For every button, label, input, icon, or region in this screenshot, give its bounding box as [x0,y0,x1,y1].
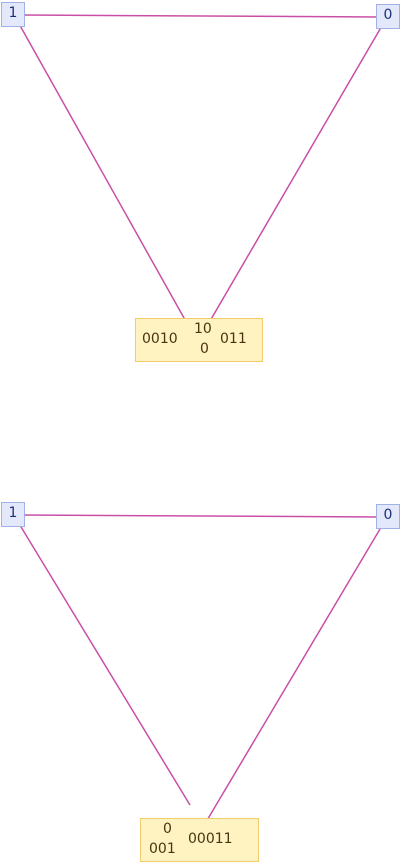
label-bottom-part-a-lower: 001 [149,841,176,857]
label-top-part-a: 0010 [142,331,178,347]
label-top-part-b-lower: 0 [200,341,209,357]
node-1-top: 1 [1,2,25,27]
label-top-part-b-upper: 10 [194,321,212,337]
label-top-part-c: 011 [220,331,247,347]
edge-1-to-label-bottom [17,521,191,806]
edge-0-to-label-top [209,23,384,322]
label-bottom-part-b: 00011 [188,831,233,847]
edge-1-to-label-top [17,21,194,335]
node-0-top: 0 [376,4,400,29]
edge-0-to-label-bottom [205,523,384,823]
binary-label-top: 0010 10 0 011 [135,318,263,362]
label-bottom-part-a-upper: 0 [163,821,172,837]
edge-1-to-0-top [21,14,381,18]
node-0-bottom: 0 [376,504,400,529]
node-1-bottom: 1 [1,502,25,527]
binary-label-bottom: 0 001 00011 [140,818,259,862]
edge-1-to-0-bottom [21,514,381,518]
